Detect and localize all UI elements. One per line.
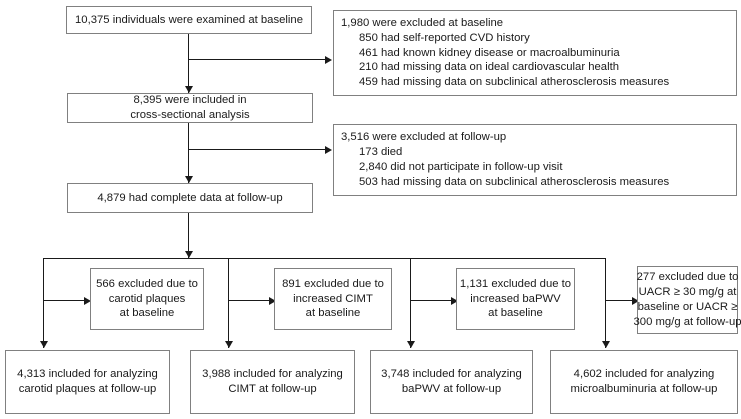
node-complete-data-followup: 4,879 had complete data at follow-up	[67, 183, 313, 213]
node-line: 503 had missing data on subclinical athe…	[359, 175, 670, 188]
arrowhead-to-cross-sectional	[184, 86, 193, 93]
connector-spine-2	[188, 123, 190, 183]
node-excluded-carotid-plaques: 566 excluded due to carotid plaques at b…	[90, 268, 204, 330]
node-line: 850 had self-reported CVD history	[359, 31, 530, 44]
connector-drop-col3	[410, 258, 412, 348]
arrowhead-to-complete-followup	[184, 176, 193, 183]
node-line: 10,375 individuals were examined at base…	[75, 13, 303, 26]
node-excluded-uacr: 277 excluded due to UACR ≥ 30 mg/g at ba…	[633, 266, 741, 334]
connector-branch-excl-followup	[188, 149, 328, 151]
node-line: 210 had missing data on ideal cardiovasc…	[359, 61, 619, 74]
node-line: 4,313 included for analyzing	[17, 368, 158, 381]
connector-drop-col4	[605, 258, 607, 348]
node-line: at baseline	[305, 307, 361, 320]
node-line: 4,602 included for analyzing	[573, 368, 715, 381]
node-line: baseline or UACR ≥	[637, 301, 738, 313]
arrowhead-to-excl-followup	[325, 145, 332, 154]
arrowhead-to-distribution-bar	[184, 251, 193, 258]
connector-to-excl-uacr	[605, 300, 635, 302]
node-line: 1,980 were excluded at baseline	[341, 16, 504, 29]
arrowhead-to-excl-cimt	[269, 296, 276, 305]
node-line: 3,516 were excluded at follow-up	[341, 131, 507, 144]
node-line: 277 excluded due to	[636, 271, 739, 284]
arrowhead-to-result-microalb	[601, 341, 610, 348]
node-line: at baseline	[119, 307, 175, 320]
node-line: 566 excluded due to	[96, 277, 198, 290]
connector-to-excl-bapwv	[410, 300, 454, 302]
node-baseline-examined: 10,375 individuals were examined at base…	[66, 6, 312, 34]
connector-spine-3	[188, 213, 190, 258]
node-line: 461 had known kidney disease or macroalb…	[359, 46, 620, 59]
arrowhead-to-excl-uacr	[632, 296, 639, 305]
node-line: UACR ≥ 30 mg/g at	[638, 286, 737, 299]
node-excluded-followup: 3,516 were excluded at follow-up 173 die…	[333, 124, 737, 196]
connector-drop-col1	[43, 258, 45, 348]
connector-spine-1	[188, 34, 190, 93]
node-result-bapwv: 3,748 included for analyzing baPWV at fo…	[370, 350, 533, 414]
arrowhead-to-excl-carotid	[84, 296, 91, 305]
node-line: CIMT at follow-up	[228, 383, 317, 395]
arrowhead-to-result-bapwv	[406, 341, 415, 348]
connector-drop-col2	[228, 258, 230, 348]
arrowhead-to-excl-baseline	[325, 55, 332, 64]
node-excluded-increased-cimt: 891 excluded due to increased CIMT at ba…	[274, 268, 392, 330]
arrowhead-to-result-cimt	[224, 341, 233, 348]
node-line: microalbuminuria at follow-up	[570, 383, 718, 395]
connector-distribution-bar	[43, 258, 606, 260]
connector-to-excl-cimt	[228, 300, 272, 302]
arrowhead-to-result-carotid	[39, 341, 48, 348]
node-result-carotid-plaques: 4,313 included for analyzing carotid pla…	[5, 350, 170, 414]
node-line: 300 mg/g at follow-up	[633, 315, 741, 328]
connector-branch-excl-baseline	[188, 59, 328, 61]
node-line: 2,840 did not participate in follow-up v…	[359, 161, 563, 173]
node-line: 173 died	[359, 146, 403, 159]
node-line: 3,988 included for analyzing	[202, 368, 343, 381]
node-line: at baseline	[488, 307, 543, 320]
node-line: 8,395 were included in	[133, 94, 247, 107]
node-excluded-baseline: 1,980 were excluded at baseline 850 had …	[333, 10, 737, 96]
node-result-microalbuminuria: 4,602 included for analyzing microalbumi…	[550, 350, 738, 414]
node-line: 1,131 excluded due to	[459, 277, 572, 290]
node-line: carotid plaques at follow-up	[18, 383, 157, 395]
node-line: increased CIMT	[293, 292, 373, 305]
arrowhead-to-excl-bapwv	[451, 296, 458, 305]
node-line: 891 excluded due to	[282, 277, 384, 290]
node-cross-sectional-analysis: 8,395 were included in cross-sectional a…	[67, 93, 313, 123]
node-result-cimt: 3,988 included for analyzing CIMT at fol…	[190, 350, 355, 414]
node-line: 4,879 had complete data at follow-up	[97, 191, 283, 204]
node-line: baPWV at follow-up	[401, 383, 502, 395]
connector-to-excl-carotid	[43, 300, 87, 302]
node-excluded-increased-bapwv: 1,131 excluded due to increased baPWV at…	[456, 268, 575, 330]
node-line: 459 had missing data on subclinical athe…	[359, 76, 670, 89]
node-line: carotid plaques	[108, 292, 186, 305]
node-line: increased baPWV	[470, 292, 561, 305]
node-line: 3,748 included for analyzing	[381, 368, 522, 381]
node-line: cross-sectional analysis	[130, 109, 250, 121]
